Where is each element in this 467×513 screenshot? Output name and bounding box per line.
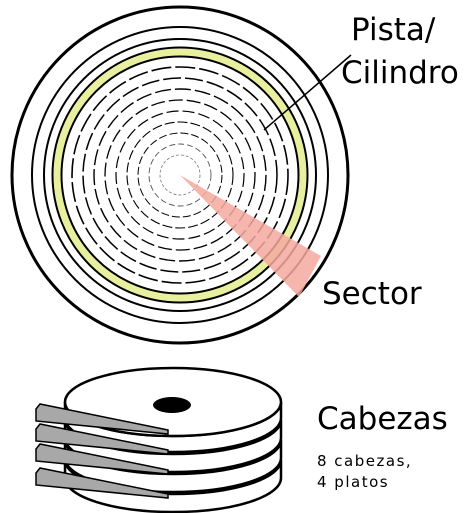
head-arm-4: [35, 467, 169, 499]
heads-note-line2: 4 platos: [317, 473, 389, 491]
sector-label: Sector: [322, 276, 422, 312]
track-leader-line: [263, 54, 352, 131]
heads-label: Cabezas: [317, 401, 448, 437]
spindle: [153, 397, 191, 413]
highlighted-track-outer-border: [51, 46, 309, 304]
dashed-track-8: [148, 143, 212, 207]
track-ring-solid-2: [43, 38, 317, 312]
track-label-line2: Cilindro: [341, 55, 459, 91]
dashed-track-7: [137, 132, 223, 218]
dashed-tracks: [71, 66, 289, 284]
dashed-track-3: [93, 88, 267, 262]
dashed-track-6: [126, 121, 234, 229]
dashed-track-4: [104, 99, 256, 251]
dashed-track-1: [71, 66, 289, 284]
head-arm-1: [35, 403, 169, 435]
platter-stack: [35, 366, 283, 513]
highlighted-track-inner-border: [60, 55, 300, 295]
track-label-line1: Pista/: [351, 12, 436, 48]
head-arm-2: [35, 423, 169, 455]
sector-wedge: [180, 175, 321, 297]
head-arm-3: [35, 443, 169, 475]
platter-top-view: [10, 5, 352, 345]
highlighted-track: [52, 47, 308, 303]
track-ring-solid-1: [31, 26, 329, 324]
heads-note-line1: 8 cabezas,: [317, 452, 412, 470]
heads: [35, 403, 169, 499]
dashed-track-2: [82, 77, 278, 273]
dashed-track-5: [115, 110, 245, 240]
dashed-track-9: [159, 154, 201, 196]
